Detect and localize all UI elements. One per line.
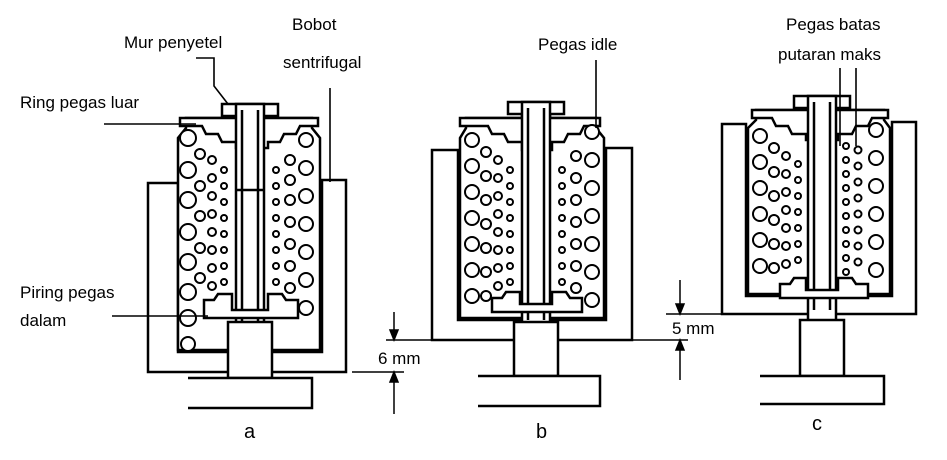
text-labels: Mur penyetel Bobot sentrifugal Ring pega… <box>20 15 881 443</box>
label-5mm: 5 mm <box>672 319 715 338</box>
label-ring-pegas-luar: Ring pegas luar <box>20 93 139 112</box>
label-sentrifugal: sentrifugal <box>283 53 361 72</box>
panel-label-c: c <box>812 413 822 435</box>
label-dalam: dalam <box>20 311 66 330</box>
panel-b-springs <box>464 124 600 308</box>
label-piring-pegas: Piring pegas <box>20 283 115 302</box>
label-putaran-maks: putaran maks <box>778 45 881 64</box>
label-mur-penyetel: Mur penyetel <box>124 33 222 52</box>
panel-b-drawing <box>430 100 634 408</box>
dimension-5mm <box>632 280 722 380</box>
dimension-6mm <box>352 312 432 414</box>
panel-c-springs <box>752 122 884 278</box>
label-pegas-batas: Pegas batas <box>786 15 881 34</box>
panel-label-b: b <box>536 421 547 443</box>
panel-label-a: a <box>244 421 256 443</box>
panel-a-springs <box>179 129 314 352</box>
label-bobot: Bobot <box>292 15 337 34</box>
label-pegas-idle: Pegas idle <box>538 35 617 54</box>
panel-a-drawing <box>146 102 348 410</box>
label-6mm: 6 mm <box>378 349 421 368</box>
panel-c-drawing <box>720 94 918 406</box>
leader-lines <box>104 57 857 317</box>
